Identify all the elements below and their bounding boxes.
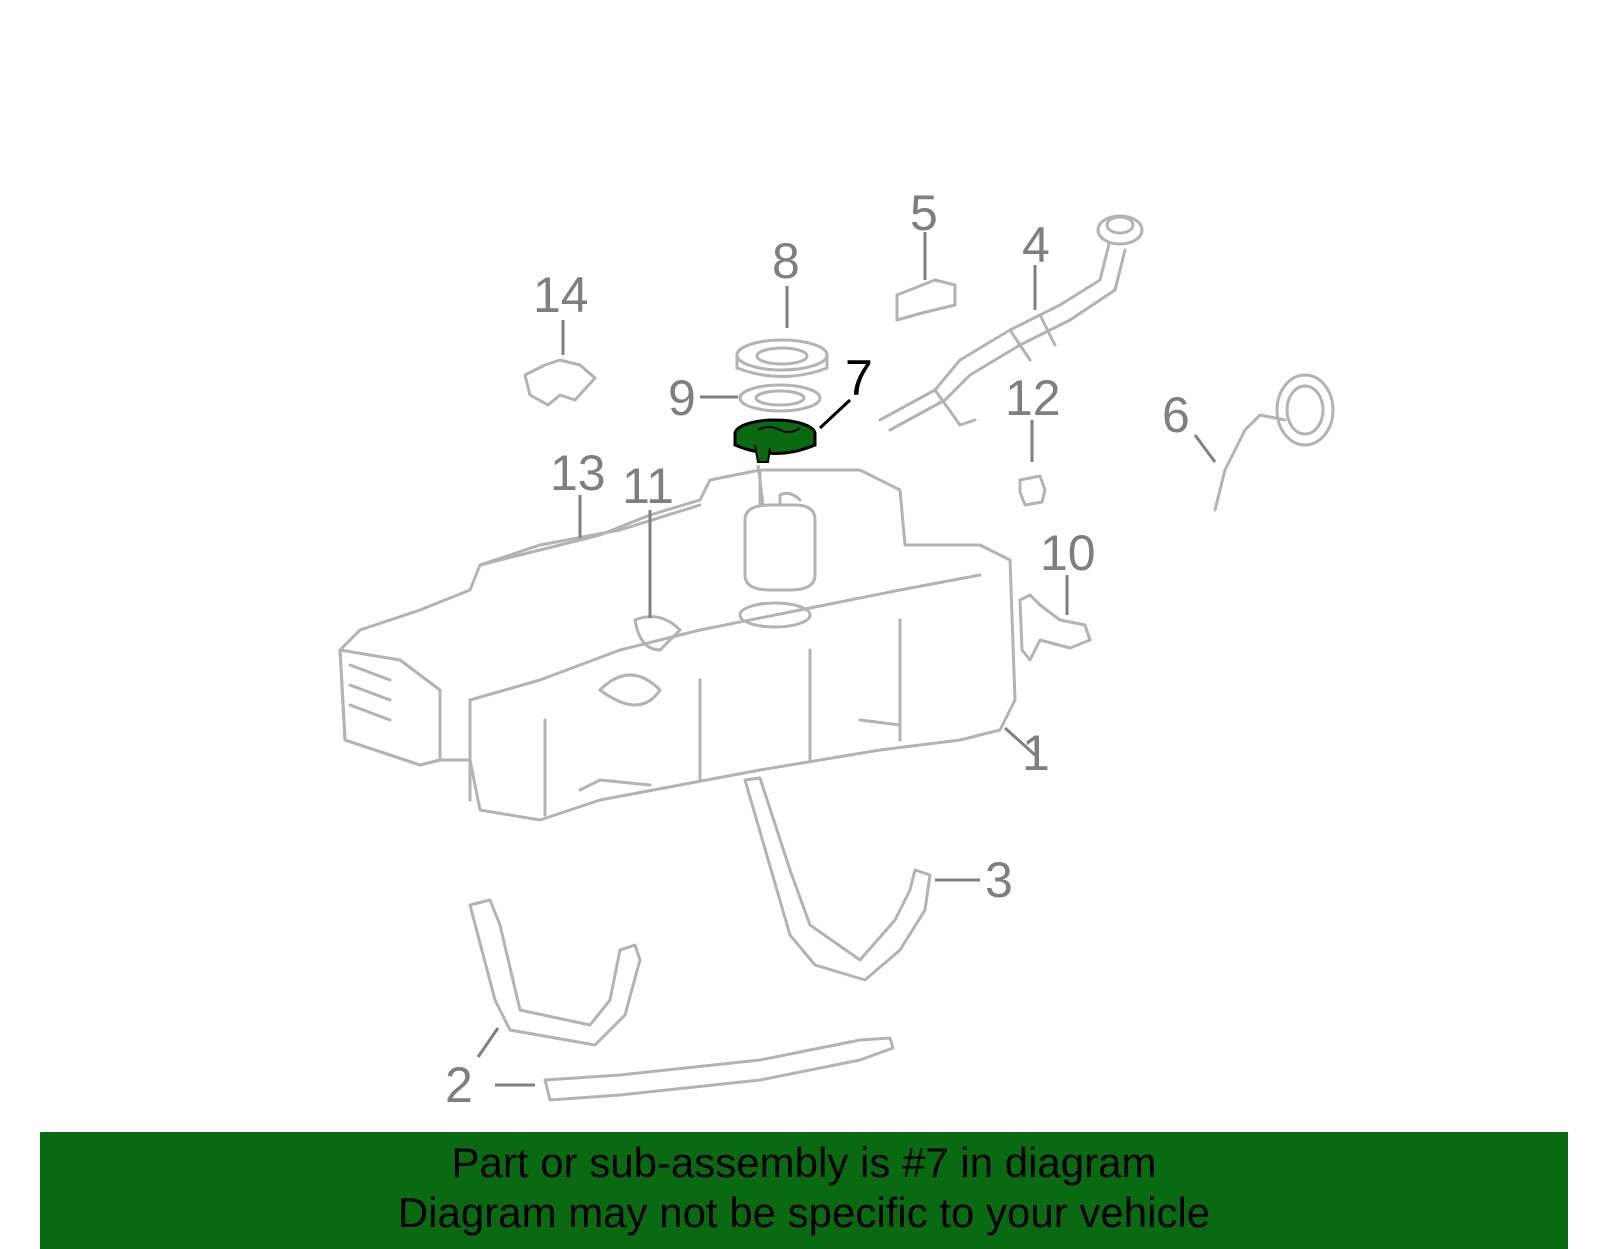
banner-line-2: Diagram may not be specific to your vehi… [397,1189,1211,1236]
leader-1 [1003,726,1037,757]
callout-5: 5 [910,185,938,241]
strap-part-2 [468,898,895,1102]
strap-part-3 [743,776,932,982]
leader-2b [476,1027,500,1058]
bracket-part-14 [523,358,597,407]
fuel-cap-part-6 [1213,373,1335,512]
callout-10: 10 [1040,525,1096,581]
callout-13: 13 [550,445,606,501]
lock-ring-part-8 [735,338,829,378]
callout-labels: 1 2 3 4 5 6 7 8 9 10 11 12 13 14 [445,185,1190,1113]
filler-neck-part-4 [878,214,1144,432]
callout-9: 9 [668,370,696,426]
leader-6 [1193,434,1217,463]
callout-1: 1 [1022,725,1050,781]
callout-8: 8 [772,233,800,289]
seal-part-9 [738,383,822,413]
fuel-pump-body [743,464,817,592]
callout-3: 3 [985,852,1013,908]
leader-7 [818,398,852,430]
banner-line-1: Part or sub-assembly is #7 in diagram [451,1139,1157,1186]
callout-7: 7 [845,350,873,406]
bracket-part-10 [1018,593,1092,662]
callout-11: 11 [622,458,674,514]
callout-6: 6 [1162,387,1190,443]
info-banner: Part or sub-assembly is #7 in diagram Di… [40,1132,1568,1249]
leader-lines [476,232,1217,1087]
fuel-pump-flange-part-7 [733,418,817,463]
clip-part-5 [895,278,957,322]
callout-4: 4 [1022,217,1050,273]
callout-14: 14 [533,267,589,323]
fitting-part-12 [1018,474,1047,507]
callout-12: 12 [1005,370,1061,426]
fuel-tank-part-1 [338,468,1017,822]
callout-2: 2 [445,1057,473,1113]
